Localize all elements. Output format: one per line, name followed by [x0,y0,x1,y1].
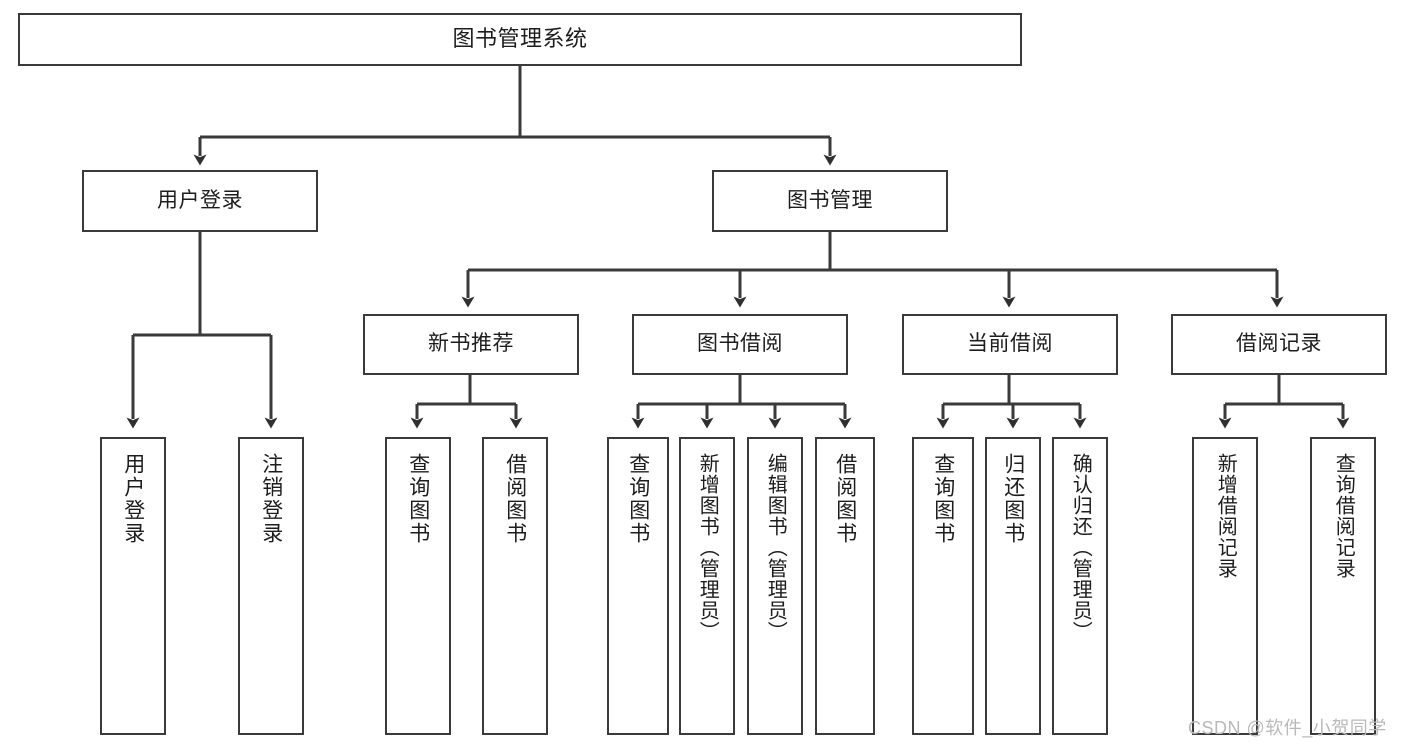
leaf-add-book-admin-label: 新增图书（管理员） [696,453,719,642]
node-book-borrow[interactable]: 图书借阅 [632,314,848,375]
leaf-edit-book-admin-label: 编辑图书（管理员） [764,453,787,642]
leaf-logout-label: 注销登录 [259,453,283,545]
leaf-query-book-recommend-label: 查询图书 [406,453,430,545]
leaf-user-login-label: 用户登录 [121,453,145,545]
leaf-add-borrow-record[interactable]: 新增借阅记录 [1192,437,1258,735]
leaf-user-login[interactable]: 用户登录 [100,437,166,735]
leaf-query-book-current-label: 查询图书 [931,453,955,545]
leaf-borrow-book[interactable]: 借阅图书 [815,437,875,735]
leaf-query-book-recommend[interactable]: 查询图书 [385,437,451,735]
node-new-book-recommend-label: 新书推荐 [428,332,514,356]
csdn-watermark: CSDN @软件_小贺同学 [1188,718,1387,738]
node-user-login-label: 用户登录 [157,188,243,212]
leaf-borrow-book-label: 借阅图书 [833,453,857,545]
leaf-query-book-borrow[interactable]: 查询图书 [607,437,669,735]
leaf-return-book[interactable]: 归还图书 [985,437,1041,735]
leaf-query-borrow-record-label: 查询借阅记录 [1332,453,1355,579]
leaf-confirm-return-admin-label: 确认归还（管理员） [1069,453,1092,642]
leaf-edit-book-admin[interactable]: 编辑图书（管理员） [747,437,803,735]
node-book-borrow-label: 图书借阅 [697,332,783,356]
node-current-borrow[interactable]: 当前借阅 [902,314,1118,375]
leaf-logout[interactable]: 注销登录 [238,437,304,735]
leaf-borrow-book-recommend[interactable]: 借阅图书 [482,437,548,735]
leaf-add-book-admin[interactable]: 新增图书（管理员） [679,437,735,735]
leaf-confirm-return-admin[interactable]: 确认归还（管理员） [1052,437,1108,735]
leaf-add-borrow-record-label: 新增借阅记录 [1214,453,1237,579]
node-new-book-recommend[interactable]: 新书推荐 [363,314,579,375]
node-root-label: 图书管理系统 [452,26,588,52]
node-book-management-label: 图书管理 [787,188,873,212]
leaf-query-borrow-record[interactable]: 查询借阅记录 [1310,437,1376,735]
node-user-login[interactable]: 用户登录 [82,170,318,232]
node-current-borrow-label: 当前借阅 [967,332,1053,356]
leaf-query-book-current[interactable]: 查询图书 [912,437,974,735]
node-borrow-records[interactable]: 借阅记录 [1171,314,1387,375]
node-book-management[interactable]: 图书管理 [712,170,948,232]
leaf-borrow-book-recommend-label: 借阅图书 [503,453,527,545]
leaf-return-book-label: 归还图书 [1001,453,1025,545]
leaf-query-book-borrow-label: 查询图书 [626,453,650,545]
node-root[interactable]: 图书管理系统 [18,13,1022,66]
node-borrow-records-label: 借阅记录 [1236,332,1322,356]
